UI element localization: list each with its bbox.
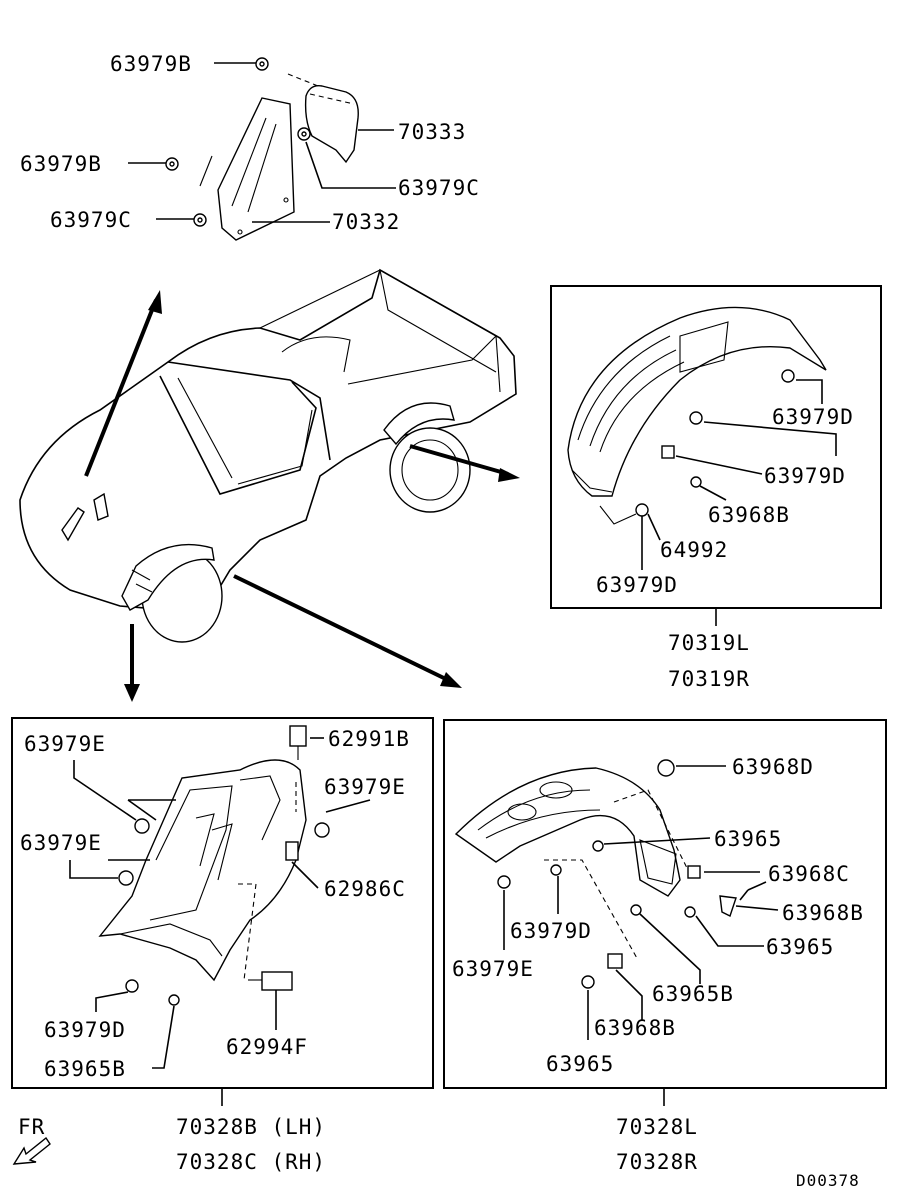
label-rr-caption-1: 70319L [668, 631, 750, 655]
label-top-63979b-2: 63979B [20, 152, 102, 176]
label-top-70333: 70333 [398, 120, 466, 144]
label-fl-63979d: 63979D [44, 1018, 126, 1042]
front-liner-lr-drawing [454, 759, 779, 1106]
label-fl-63965b: 63965B [44, 1057, 126, 1081]
label-fr-63968c: 63968C [768, 862, 850, 886]
front-direction-arrow-icon [12, 1136, 51, 1165]
label-fl-63979e-1: 63979E [24, 732, 106, 756]
label-top-63979c-1: 63979C [398, 176, 480, 200]
top-cover-assembly [128, 57, 396, 241]
label-rr-64992: 64992 [660, 538, 728, 562]
label-fr-63965b: 63965B [652, 982, 734, 1006]
label-fr-63965-1: 63965 [714, 827, 782, 851]
front-liner-lh-drawing [69, 725, 371, 1106]
label-rr-63979d-3: 63979D [596, 573, 678, 597]
label-fl-caption-1: 70328B (LH) [176, 1115, 326, 1139]
label-fr-63979d: 63979D [510, 919, 592, 943]
label-fl-63979e-3: 63979E [20, 831, 102, 855]
rear-liner-drawing [567, 306, 837, 626]
label-rr-63968b: 63968B [708, 503, 790, 527]
part-labels: 63979B 70333 63979B 63979C 63979C 70332 … [18, 52, 864, 1187]
label-fr-63979e: 63979E [452, 957, 534, 981]
label-fl-caption-2: 70328C (RH) [176, 1150, 326, 1174]
label-top-63979b-1: 63979B [110, 52, 192, 76]
label-fr-caption-2: 70328R [616, 1150, 698, 1174]
label-fr-63965-3: 63965 [546, 1052, 614, 1076]
label-fr-caption-1: 70328L [616, 1115, 698, 1139]
label-rr-63979d-1: 63979D [772, 405, 854, 429]
label-fl-62986c: 62986C [324, 877, 406, 901]
label-fr-63968b-1: 63968B [782, 901, 864, 925]
front-liner-lr-box [443, 719, 887, 1089]
label-top-70332: 70332 [332, 210, 400, 234]
label-fr-63968d: 63968D [732, 755, 814, 779]
label-fl-63979e-2: 63979E [324, 775, 406, 799]
label-top-63979c-2: 63979C [50, 208, 132, 232]
label-fr-63965-2: 63965 [766, 935, 834, 959]
label-rr-caption-2: 70319R [668, 667, 750, 691]
label-fr-63968b-2: 63968B [594, 1016, 676, 1040]
label-fl-62991b: 62991B [328, 727, 410, 751]
label-fr-direction: FR [18, 1115, 45, 1139]
label-drawing-code: D00378 [796, 1171, 860, 1187]
label-fl-62994f: 62994F [226, 1035, 308, 1059]
truck-outline [19, 268, 520, 702]
label-rr-63979d-2: 63979D [764, 464, 846, 488]
